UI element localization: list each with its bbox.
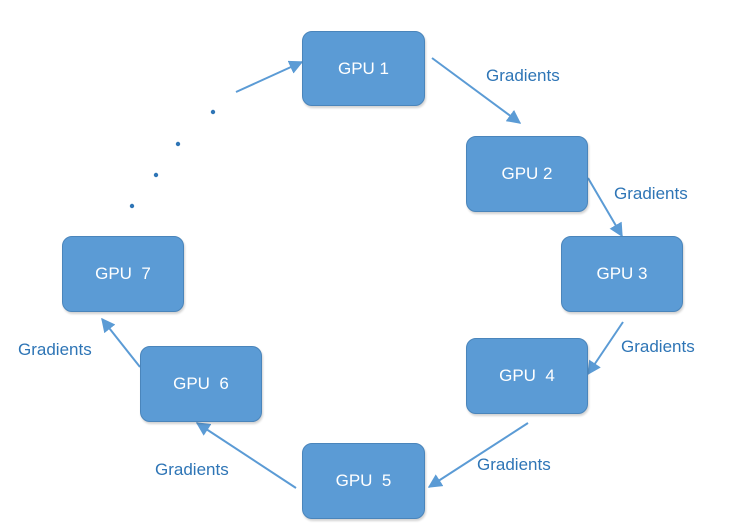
edge-label-gpu3-gpu4: Gradients <box>621 337 695 356</box>
arrow-gpu1-to-gpu2 <box>431 57 522 124</box>
gpu-node-4: GPU 4 <box>466 338 588 414</box>
arrow-gpu5-to-gpu6 <box>195 422 297 489</box>
ellipsis-dot <box>175 141 181 147</box>
arrow-gpu2-to-gpu3 <box>587 177 623 238</box>
gpu-node-2: GPU 2 <box>466 136 588 212</box>
edge-label-gpu5-gpu6: Gradients <box>155 460 229 479</box>
edge-label-gpu2-gpu3: Gradients <box>614 184 688 203</box>
arrow-ellipsis-to-gpu1 <box>235 60 304 93</box>
gpu-node-6: GPU 6 <box>140 346 262 422</box>
arrow-gpu4-to-gpu5 <box>427 422 529 488</box>
gpu-node-3: GPU 3 <box>561 236 683 312</box>
ellipsis-dot <box>153 172 159 178</box>
arrow-gpu3-to-gpu4 <box>587 321 624 376</box>
edge-label-gpu6-gpu7: Gradients <box>18 340 92 359</box>
gpu-node-5: GPU 5 <box>302 443 425 519</box>
ellipsis-dot <box>129 203 135 209</box>
edge-label-gpu1-gpu2: Gradients <box>486 66 560 85</box>
ellipsis-dot <box>210 109 216 115</box>
ellipsis-dots <box>129 109 216 209</box>
arrow-gpu6-to-gpu7 <box>101 317 141 368</box>
gpu-node-1: GPU 1 <box>302 31 425 106</box>
gpu-node-7: GPU 7 <box>62 236 184 312</box>
edge-label-gpu4-gpu5: Gradients <box>477 455 551 474</box>
